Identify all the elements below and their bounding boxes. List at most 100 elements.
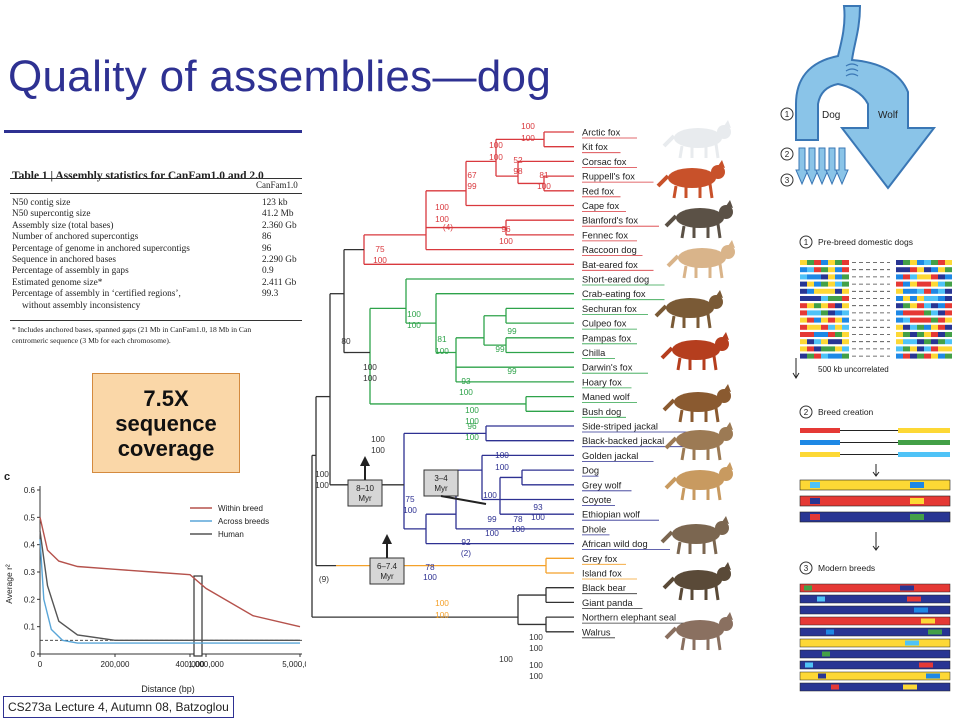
haplotype-block [931, 339, 938, 345]
modern-breed-bar [799, 627, 951, 637]
haplotype-block [800, 339, 807, 345]
chart-x-axis-label: Distance (bp) [141, 684, 195, 694]
support-value: 100 [435, 346, 449, 356]
taxon-label: Black-backed jackal [582, 436, 664, 446]
breed-step-number: 2 [804, 408, 809, 417]
animal-ear [728, 240, 735, 248]
haplotype-block [938, 296, 945, 301]
haplotype-segment [898, 452, 950, 457]
title-underline [4, 130, 302, 133]
table-row-value: 2.360 Gb [262, 220, 297, 231]
haplotype-block [931, 267, 938, 273]
animal-body [668, 168, 716, 188]
animal-body [674, 128, 722, 148]
table-row-value: 99.3 [262, 289, 279, 300]
haplotype-block [938, 317, 945, 323]
modern-breed-bar [799, 583, 951, 593]
animal-illustration-icon [666, 240, 735, 279]
haplotype-block [807, 274, 814, 280]
founder-arrow-icon [795, 147, 809, 186]
taxon-label: Dog [582, 466, 599, 476]
step-number-badge [780, 107, 794, 121]
animal-illustration-icon [660, 516, 729, 555]
haplotype-block [835, 303, 842, 309]
chart-series [39, 517, 301, 644]
taxon-label: Grey wolf [582, 480, 622, 490]
divergence-unit: Myr [380, 572, 394, 581]
support-value: 100 [521, 121, 535, 131]
taxon-label: Bush dog [582, 407, 621, 417]
chart-y-tick-label: 0.1 [24, 623, 36, 632]
haplotype-block [903, 324, 910, 330]
haplotype-block [800, 296, 807, 301]
table-row-value: 2.290 Gb [262, 255, 297, 265]
taxon-label: African wild dog [582, 539, 648, 549]
support-value: 100 [495, 450, 509, 460]
haplotype-block [821, 260, 828, 265]
table-row-label: Percentage of assembly in gaps [12, 266, 129, 277]
haplotype-block [828, 324, 835, 330]
support-value: 100 [499, 654, 513, 664]
taxon-label: Crab-eating fox [582, 289, 646, 299]
modern-breed-marker [818, 673, 826, 679]
haplotype-block [924, 281, 931, 287]
haplotype-block [896, 296, 903, 301]
haplotype-block [814, 267, 821, 273]
haplotype-block [896, 324, 903, 330]
support-value: 100 [531, 512, 545, 522]
haplotype-block [896, 346, 903, 352]
haplotype-block [910, 296, 917, 301]
modern-breed-marker [805, 662, 813, 668]
haplotype-block [842, 310, 849, 316]
chart-y-tick-label: 0.6 [24, 486, 36, 495]
haplotype-block [821, 317, 828, 323]
haplotype-block [814, 303, 821, 309]
modern-breed-marker [822, 651, 830, 657]
haplotype-block [835, 274, 842, 280]
table-rule-header [10, 193, 302, 194]
haplotype-block [896, 339, 903, 345]
support-value: 67 [467, 170, 477, 180]
support-value: 100 [363, 362, 377, 372]
haplotype-block [945, 332, 952, 337]
support-value: 75 [375, 244, 385, 254]
haplotype-block [807, 296, 814, 301]
haplotype-block [807, 310, 814, 316]
animal-head [717, 125, 731, 139]
divergence-box [347, 479, 383, 507]
haplotype-block [842, 267, 849, 273]
taxon-label: Pampas fox [582, 333, 631, 343]
haplotype-block [828, 288, 835, 294]
animal-head [717, 389, 731, 403]
haplotype-block [910, 324, 917, 330]
haplotype-block [924, 353, 931, 359]
haplotype-block [938, 267, 945, 273]
step-number: 2 [785, 150, 790, 159]
haplotype-block [821, 324, 828, 330]
down-arrow-icon [872, 464, 880, 477]
haplotype-block [931, 317, 938, 323]
haplotype-block [807, 346, 814, 352]
haplotype-block [910, 260, 917, 265]
haplotype-block [903, 339, 910, 345]
haplotype-block [931, 296, 938, 301]
animal-legs [678, 407, 720, 423]
domestication-diagram: Dog Wolf 123 [780, 5, 937, 190]
haplotype-block [924, 303, 931, 309]
animal-head [719, 617, 733, 631]
haplotype-block [931, 332, 938, 337]
haplotype-block [800, 303, 807, 309]
animal-illustrations [654, 120, 735, 651]
taxon-label: Ruppell's fox [582, 172, 635, 182]
founder-arrow-icon [805, 147, 819, 186]
chart-y-tick-label: 0.5 [24, 513, 36, 522]
haplotype-block [814, 346, 821, 352]
haplotype-block [938, 288, 945, 294]
haplotype-block [917, 267, 924, 273]
haplotype-block [828, 332, 835, 337]
domestication-flow-shape [795, 5, 937, 190]
modern-breed-marker [905, 640, 919, 646]
haplotype-block [896, 317, 903, 323]
animal-body [676, 430, 724, 450]
haplotype-block [896, 303, 903, 309]
